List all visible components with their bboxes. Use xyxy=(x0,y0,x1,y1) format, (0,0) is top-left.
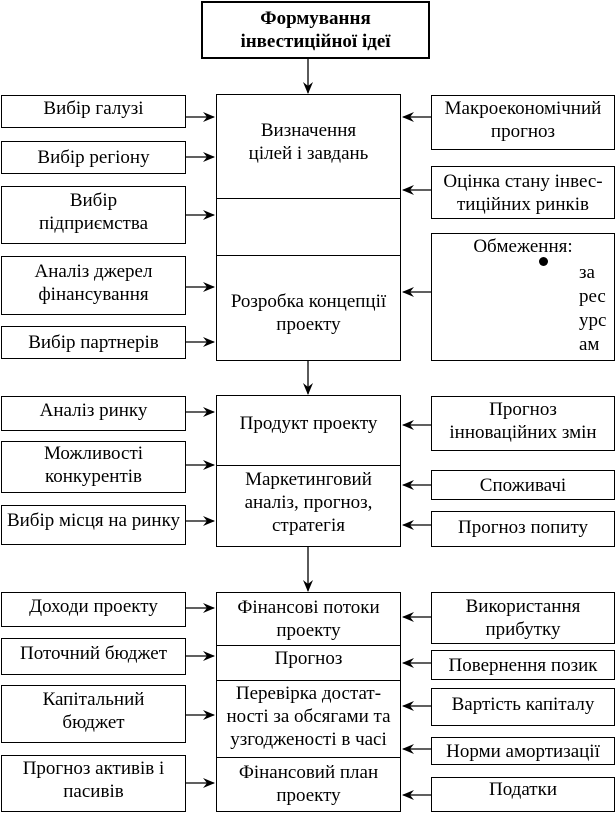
demand-label: Прогноз попиту xyxy=(458,516,588,538)
loans-label: Повернення позик xyxy=(448,654,598,676)
marketing-label: Маркетинговий аналіз, прогноз, стратегія xyxy=(244,468,373,536)
innovation-label: Прогноз інноваційних змін xyxy=(449,398,597,443)
profit-use-label: Використання прибутку xyxy=(465,596,581,640)
enterprise-box: Вибір підприємства xyxy=(1,186,186,244)
check-label: Перевірка достат- ності за обсягами та у… xyxy=(226,682,391,750)
competitors-label: Можливості конкурентів xyxy=(43,443,144,487)
constraints-title: Обмеження: xyxy=(473,236,573,257)
market-analysis-label: Аналіз ринку xyxy=(39,400,148,421)
cashflows-box: Фінансові потоки проекту xyxy=(216,592,401,646)
current-budget-label: Поточний бюджет xyxy=(19,643,168,664)
partners-label: Вибір партнерів xyxy=(28,332,159,353)
market-assessment-box: Оцінка стану інвес- тиційних ринків xyxy=(431,166,615,219)
goals-box: Визначення цілей і завдань xyxy=(216,94,401,199)
macro-forecast-label: Макроекономічний прогноз xyxy=(444,97,602,142)
goals-label: Визначення цілей і завдань xyxy=(248,120,369,164)
macro-forecast-box: Макроекономічний прогноз xyxy=(431,95,615,150)
income-label: Доходи проекту xyxy=(29,596,158,617)
taxes-label: Податки xyxy=(489,779,557,800)
product-label: Продукт проекту xyxy=(239,413,378,434)
title-box: Формування інвестиційної ідеї xyxy=(201,1,430,59)
bullet-icon xyxy=(539,257,548,266)
capital-cost-label: Вартість капіталу xyxy=(451,693,595,715)
funding-box: Аналіз джерел фінансування xyxy=(1,256,186,315)
financial-plan-box: Фінансовий план проекту xyxy=(216,757,401,812)
income-box: Доходи проекту xyxy=(1,592,186,627)
profit-use-box: Використання прибутку xyxy=(431,592,615,644)
competitors-box: Можливості конкурентів xyxy=(1,441,186,493)
forecast-box: Прогноз xyxy=(216,645,401,681)
current-budget-box: Поточний бюджет xyxy=(1,638,186,675)
consumers-box: Споживачі xyxy=(431,470,615,500)
demand-box: Прогноз попиту xyxy=(431,511,615,547)
forecast-label: Прогноз xyxy=(274,647,343,669)
taxes-box: Податки xyxy=(431,777,615,812)
market-assessment-label: Оцінка стану інвес- тиційних ринків xyxy=(443,170,603,215)
partners-box: Вибір партнерів xyxy=(1,326,186,359)
constraints-box: Обмеження: за рес урс ам xyxy=(431,233,615,361)
region-label: Вибір регіону xyxy=(37,147,150,168)
market-place-box: Вибір місця на ринку xyxy=(1,505,186,545)
marketing-box: Маркетинговий аналіз, прогноз, стратегія xyxy=(216,465,401,547)
innovation-box: Прогноз інноваційних змін xyxy=(431,396,615,451)
goals-spacer-box xyxy=(216,198,401,256)
region-box: Вибір регіону xyxy=(1,141,186,174)
capital-cost-box: Вартість капіталу xyxy=(431,688,615,726)
enterprise-label: Вибір підприємства xyxy=(38,190,149,234)
financial-plan-label: Фінансовий план проекту xyxy=(238,761,379,806)
check-box: Перевірка достат- ності за обсягами та у… xyxy=(216,680,401,758)
concept-box: Розробка концепції проекту xyxy=(216,255,401,361)
assets-forecast-label: Прогноз активів і пасивів xyxy=(22,757,165,802)
assets-forecast-box: Прогноз активів і пасивів xyxy=(1,755,186,812)
capital-budget-label: Капітальний бюджет xyxy=(42,689,145,733)
industry-label: Вибір галузі xyxy=(43,98,144,119)
title-text: Формування інвестиційної ідеї xyxy=(240,8,391,52)
concept-label: Розробка концепції проекту xyxy=(230,291,387,335)
market-place-label: Вибір місця на ринку xyxy=(6,509,181,531)
funding-label: Аналіз джерел фінансування xyxy=(34,260,153,305)
consumers-label: Споживачі xyxy=(479,474,567,496)
loans-box: Повернення позик xyxy=(431,650,615,680)
cashflows-label: Фінансові потоки проекту xyxy=(237,597,380,641)
capital-budget-box: Капітальний бюджет xyxy=(1,685,186,743)
market-analysis-box: Аналіз ринку xyxy=(1,396,186,431)
product-box: Продукт проекту xyxy=(216,395,401,466)
depreciation-label: Норми амортизації xyxy=(446,740,600,762)
depreciation-box: Норми амортизації xyxy=(431,737,615,765)
industry-box: Вибір галузі xyxy=(1,95,186,128)
constraints-item: за рес урс ам xyxy=(579,262,607,355)
